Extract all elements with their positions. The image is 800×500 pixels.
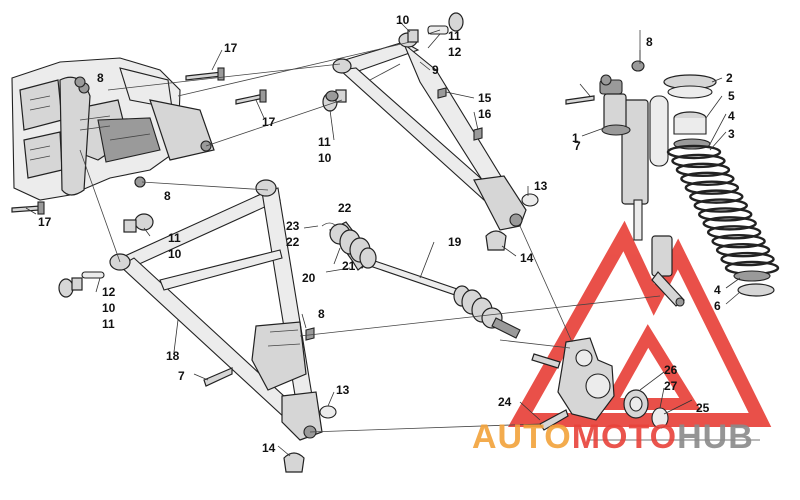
spring-coil [706,225,762,240]
callout-25: 25 [696,401,710,415]
callout-10: 10 [168,247,182,261]
shock-absorber-1 [565,74,685,307]
callout-11: 11 [168,231,181,245]
callout-10: 10 [396,13,410,27]
callout-4: 4 [714,283,721,297]
watermark-brand-moto: MOTO [572,418,677,456]
spring-coil [720,251,775,267]
watermark-brand-hub: HUB [677,418,754,456]
callout-12: 12 [448,45,462,59]
callout-2: 2 [726,71,733,85]
callout-19: 19 [448,235,462,249]
callout-10: 10 [102,301,116,315]
callout-14: 14 [520,251,534,265]
svg-text:AUTOMOTOHUB: AUTOMOTOHUB [472,418,754,456]
spring-spacer-4 [733,270,771,282]
inner-cv-boot [329,223,377,269]
spring-coil [680,171,735,186]
spring-coil [666,144,722,160]
nut-8 [74,76,86,88]
bolt-7 [203,367,233,387]
callout-22: 22 [338,201,352,215]
callout-9: 9 [432,63,439,77]
nut-8 [325,90,339,102]
snap-ring-13 [521,193,539,207]
watermark-logo [508,220,772,427]
callout-24: 24 [498,395,512,409]
spring-seat-6 [737,283,775,297]
callout-8: 8 [164,189,171,203]
nut-8 [305,327,315,341]
callout-12: 12 [102,285,116,299]
lower-a-arm [109,179,323,441]
callout-21: 21 [342,259,356,273]
spring-coil [693,198,748,213]
watermark-brand-auto: AUTO [472,418,572,456]
callout-4: 4 [728,109,735,123]
snap-ring-13 [319,405,337,419]
callout-20: 20 [302,271,316,285]
pivot-washer-11 [448,12,464,32]
callout-5: 5 [728,89,735,103]
spring-coil [675,162,731,178]
callout-1: 1 [572,131,579,145]
callout-8: 8 [318,307,325,321]
coil-spring-3 [663,74,780,297]
spring-coil [711,234,766,249]
callout-26: 26 [664,363,678,377]
callout-7: 7 [574,139,581,153]
watermark-brand-text: AUTOMOTOHUB [472,418,754,456]
ball-joint-14 [283,452,305,473]
callout-leaders [25,21,741,457]
bolt-7 [565,95,595,105]
callout-27: 27 [664,379,678,393]
bolts-17 [11,67,267,215]
pivot-bushing-10 [407,29,419,43]
drive-axle-19 [321,221,521,339]
callout-8: 8 [646,35,653,49]
pivot-bushing-10 [71,277,83,291]
callout-16: 16 [478,107,492,121]
pivot-washer-11 [58,278,74,298]
grease-fitting-16 [473,127,483,141]
callout-labels: 17 17 17 8 8 8 8 10 10 10 10 11 11 11 11… [38,13,735,455]
callout-17: 17 [262,115,276,129]
callout-3: 3 [728,127,735,141]
callout-13: 13 [534,179,548,193]
nut-8 [631,60,645,72]
callout-11: 11 [318,135,331,149]
triangle-mountain-logo-icon [508,220,772,427]
spring-coil [702,216,757,231]
callout-7: 7 [178,369,185,383]
pivot-washer-11 [134,213,154,231]
spring-coil [698,207,753,222]
callout-18: 18 [166,349,180,363]
callout-17: 17 [38,215,52,229]
pivot-bushing-10 [123,219,137,233]
spring-coil [715,242,771,258]
steering-knuckle-24 [531,337,669,431]
callout-17: 17 [224,41,238,55]
spring-coil [684,180,740,195]
callout-14: 14 [262,441,276,455]
callout-22: 22 [286,235,300,249]
callout-8: 8 [97,71,104,85]
callout-11: 11 [448,29,461,43]
callout-10: 10 [318,151,332,165]
callout-23: 23 [286,219,300,233]
lower-arm-hardware [58,60,645,473]
callout-6: 6 [714,299,721,313]
grease-fitting-15 [437,87,447,99]
callout-13: 13 [336,383,350,397]
spring-coil [689,189,744,204]
assembly-guide-lines [79,30,760,441]
callout-15: 15 [478,91,492,105]
upper-a-arm [332,32,527,231]
pivot-bushing-12 [81,271,105,279]
spring-coil [671,153,726,169]
frame-engine-block [11,57,215,201]
callout-11: 11 [102,317,115,331]
